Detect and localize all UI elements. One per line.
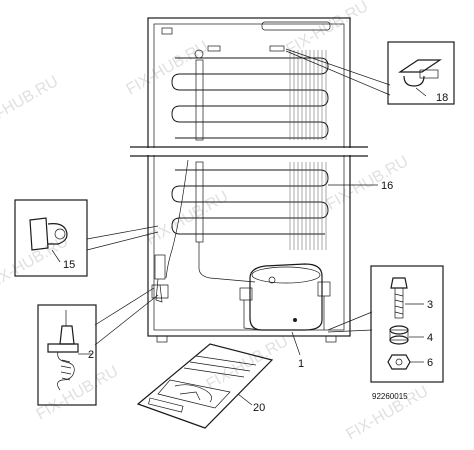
watermark-text: FIX-HUB.RU — [0, 233, 71, 294]
watermark-text: FIX-HUB.RU — [34, 363, 122, 424]
section-break — [130, 146, 368, 157]
part-4-label: 4 — [427, 332, 433, 344]
part-16-label: 16 — [381, 180, 393, 192]
callout-part-18: 18 — [285, 41, 455, 105]
compressor — [239, 263, 331, 331]
callout-part-1: 1 — [291, 331, 304, 370]
part-2-label: 2 — [88, 349, 94, 361]
drawing-code: 92260015 — [372, 392, 408, 401]
part-3-label: 3 — [427, 299, 433, 311]
callout-part-2: 2 — [37, 287, 159, 406]
instruction-booklet: 20 — [136, 343, 274, 429]
thermostat-probe-on-cabinet — [151, 254, 169, 303]
watermark-layer: FIX-HUB.RU FIX-HUB.RU FIX-HUB.RU FIX-HUB… — [0, 0, 431, 443]
part-15-label: 15 — [63, 259, 75, 271]
drier-filter-tube — [165, 49, 256, 283]
part-18-label: 18 — [436, 92, 448, 104]
watermark-text: FIX-HUB.RU — [124, 38, 212, 99]
callout-fasteners: 3 4 6 — [327, 265, 444, 383]
refrigerator-cabinet — [147, 17, 351, 343]
watermark-text: FIX-HUB.RU — [0, 73, 61, 134]
part-1-label: 1 — [298, 358, 304, 370]
condenser-coil — [171, 45, 329, 250]
callout-part-15: 15 — [14, 199, 159, 277]
watermark-text: FIX-HUB.RU — [284, 0, 372, 58]
callout-part-16: 16 — [328, 180, 393, 192]
part-6-label: 6 — [427, 357, 433, 369]
watermark-text: FIX-HUB.RU — [324, 153, 412, 214]
part-20-label: 20 — [253, 402, 265, 414]
